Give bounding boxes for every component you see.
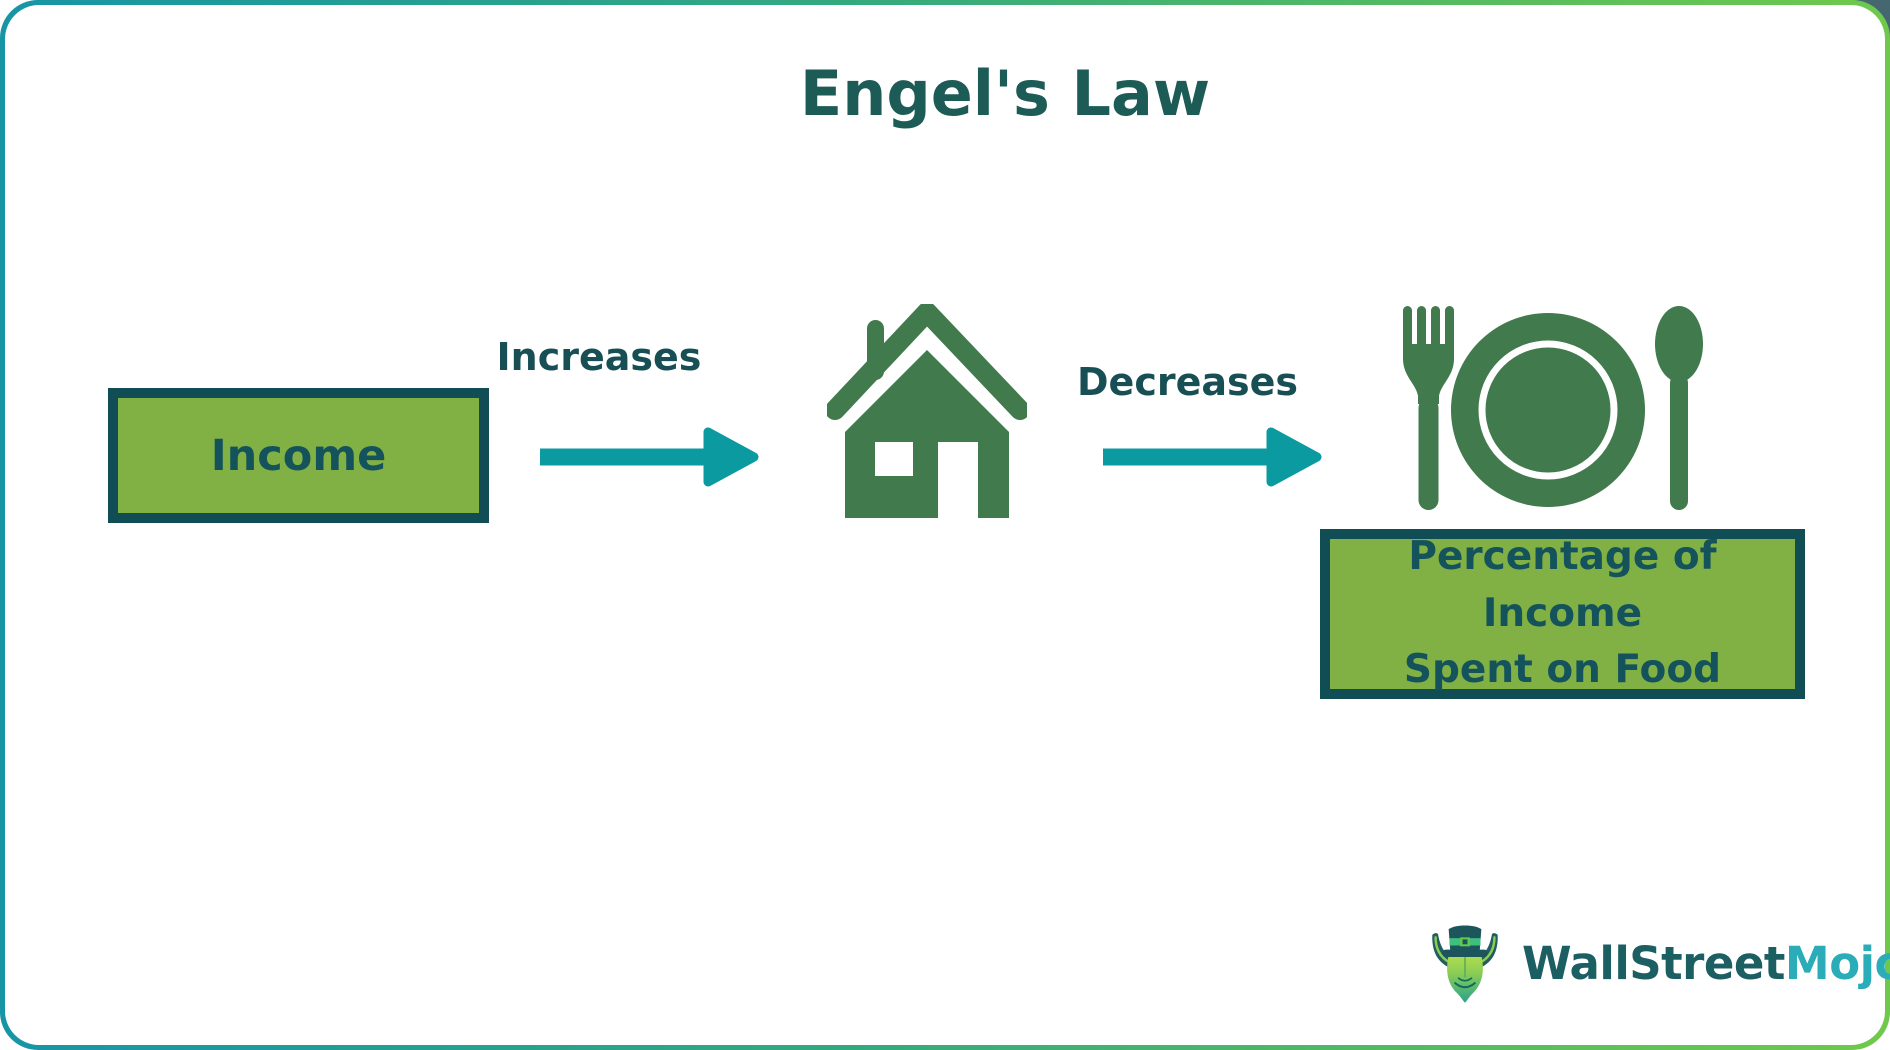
house-icon — [827, 304, 1027, 518]
wallstreetmojo-logo: WallStreetMojo — [1424, 920, 1890, 1006]
page-title: Engel's Law — [799, 57, 1211, 130]
logo-text-accent: Mojo — [1784, 936, 1890, 990]
food-box-label-line1: Percentage of Income — [1408, 534, 1717, 636]
plate-with-cutlery-icon — [1403, 306, 1703, 510]
food-spending-box: Percentage of Income Spent on Food — [1320, 529, 1805, 699]
bull-mascot-icon — [1432, 924, 1498, 1003]
food-box-label-line2: Spent on Food — [1403, 647, 1722, 693]
income-box: Income — [108, 388, 489, 523]
diagram-canvas: Engel's Law Income Increases Decreases — [5, 5, 1890, 1045]
income-box-label: Income — [210, 430, 387, 481]
decreases-label: Decreases — [1077, 360, 1299, 404]
increases-label: Increases — [496, 335, 702, 379]
logo-wordmark: WallStreetMojo — [1522, 937, 1890, 990]
logo-text-primary: WallStreet — [1522, 936, 1785, 990]
arrow-right-icon — [540, 427, 759, 487]
arrow-right-icon — [1103, 427, 1322, 487]
